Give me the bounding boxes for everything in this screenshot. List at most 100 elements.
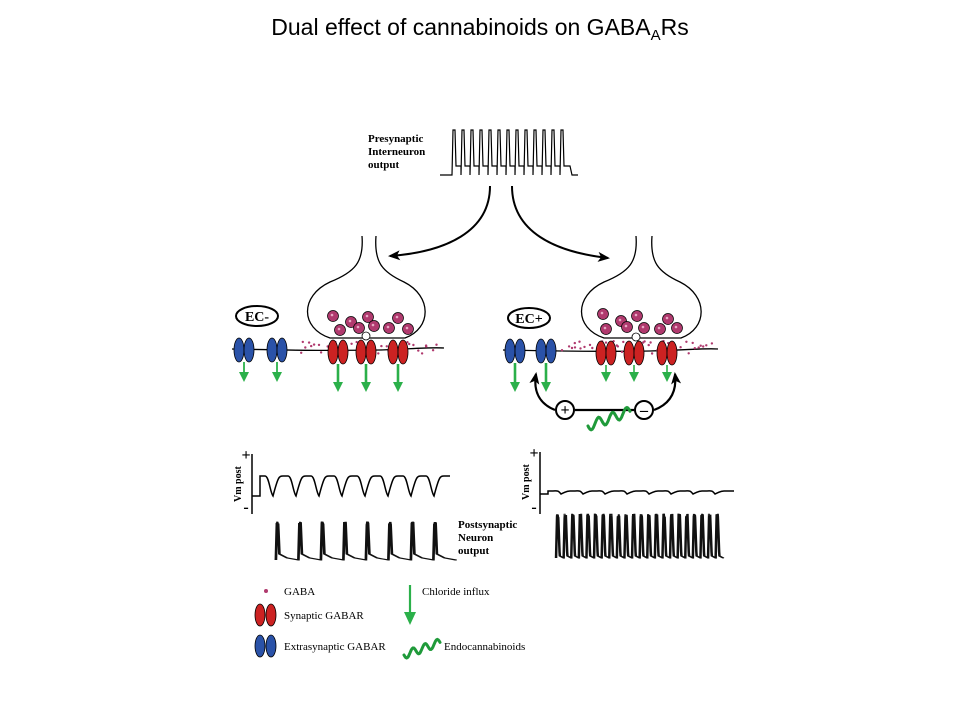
fusing-vesicle <box>631 332 641 342</box>
gaba-particle <box>687 352 690 355</box>
left-postsynaptic-output <box>274 521 457 561</box>
chloride-arrowhead <box>239 372 249 382</box>
extrasynaptic-gabar <box>266 337 278 363</box>
postsynaptic-label-line2: Neuron <box>458 532 493 544</box>
right-postsynaptic-output <box>554 513 725 559</box>
gaba-particle <box>685 340 688 343</box>
fusing-vesicle <box>361 331 371 341</box>
presynaptic-label-line3: output <box>368 159 400 171</box>
gaba-particle <box>567 345 571 348</box>
gaba-particle <box>622 340 625 344</box>
gaba-particle <box>578 340 581 343</box>
gaba-vesicle <box>597 308 609 320</box>
vesicle-highlight <box>618 318 622 322</box>
gaba-vesicle <box>368 320 380 332</box>
right-gaba-vesicles <box>597 308 683 342</box>
vesicle-highlight <box>337 327 341 331</box>
feedback-arrow-negative <box>653 372 682 412</box>
presynaptic-label-line2: Interneuron <box>368 146 425 158</box>
endocannabinoid-chain <box>586 405 632 432</box>
gaba-vesicle <box>383 322 395 334</box>
gaba-particle <box>705 344 708 347</box>
gaba-particle <box>588 343 592 347</box>
gaba-vesicle <box>327 310 339 322</box>
gaba-particle <box>649 341 652 344</box>
vesicle-highlight <box>674 325 678 329</box>
synaptic-gabar <box>605 340 617 366</box>
title-main: Dual effect of cannabinoids on GABA <box>271 14 651 40</box>
extrasynaptic-gabar <box>233 337 245 363</box>
legend: GABA Synaptic GABAR Extrasynaptic GABAR … <box>254 585 525 660</box>
vesicle-highlight <box>665 316 669 320</box>
gaba-vesicle <box>345 316 357 328</box>
endocannabinoid-molecule <box>586 405 632 432</box>
vesicle-highlight <box>641 325 645 329</box>
left-vm-trace-panel: + - Vm post <box>233 447 457 561</box>
chloride-arrowhead <box>333 382 343 392</box>
gaba-particle <box>693 347 696 350</box>
synaptic-gabar <box>633 340 645 366</box>
synaptic-gabar <box>387 339 399 365</box>
gaba-particle <box>304 346 307 349</box>
chloride-arrowhead <box>361 382 371 392</box>
gaba-particle <box>699 344 702 347</box>
gaba-particle <box>420 352 424 355</box>
postsynaptic-label-line1: Postsynaptic <box>458 519 517 531</box>
vesicle-highlight <box>330 313 334 317</box>
feedback-arrow-positive <box>529 372 556 412</box>
vesicle-highlight <box>371 323 375 327</box>
left-synapse: EC- <box>231 235 445 392</box>
legend-synaptic-marker <box>254 603 277 627</box>
gaba-vesicle <box>353 322 365 334</box>
gaba-particle <box>417 349 420 352</box>
gaba-particle <box>435 343 438 346</box>
gaba-vesicle <box>631 310 643 322</box>
synaptic-gabar <box>337 339 349 365</box>
gaba-particle <box>579 347 582 350</box>
title-subscript: A <box>650 27 661 44</box>
legend-extrasynaptic-label: Extrasynaptic GABAR <box>284 641 386 653</box>
left-receptors <box>233 337 409 392</box>
right-vm-plus: + <box>529 445 538 462</box>
vesicle-highlight <box>624 324 628 328</box>
gaba-particle <box>307 341 311 344</box>
extrasynaptic-gabar <box>545 338 557 364</box>
arrow-to-left-terminal <box>388 185 491 261</box>
synaptic-gabar <box>656 340 668 366</box>
legend-chloride-arrow <box>404 585 416 625</box>
left-gaba-vesicles <box>327 310 414 341</box>
gaba-particle <box>616 345 620 348</box>
chloride-arrowhead <box>510 382 520 392</box>
gaba-particle <box>691 341 694 345</box>
vesicle-highlight <box>600 311 604 315</box>
chloride-arrowhead <box>662 372 672 382</box>
legend-gaba-label: GABA <box>284 586 315 598</box>
chloride-arrowhead <box>629 372 639 382</box>
vesicle-highlight <box>386 325 390 329</box>
chloride-arrowhead <box>393 382 403 392</box>
chloride-arrowhead <box>541 382 551 392</box>
gaba-particle <box>591 346 594 350</box>
gaba-particle <box>425 345 428 348</box>
gaba-particle <box>710 342 714 345</box>
legend-chloride-label: Chloride influx <box>422 586 490 598</box>
extrasynaptic-gabar <box>276 337 288 363</box>
vesicle-highlight <box>365 314 369 318</box>
vesicle-highlight <box>657 326 661 330</box>
left-vm-plus: + <box>241 447 250 464</box>
gaba-particle <box>570 346 574 350</box>
plus-circle <box>555 400 575 420</box>
synaptic-gabar <box>355 339 367 365</box>
gaba-particle <box>431 349 435 352</box>
legend-endocannabinoid-marker <box>402 637 442 660</box>
chloride-arrowhead <box>272 372 282 382</box>
plus-sign: + <box>560 402 569 419</box>
gaba-particle <box>317 343 321 347</box>
right-receptors <box>504 338 678 392</box>
gaba-vesicle <box>392 312 404 324</box>
gaba-vesicle <box>334 324 346 336</box>
left-vm-label: Vm post <box>233 465 244 502</box>
synaptic-gabar <box>365 339 377 365</box>
arrow-to-right-terminal <box>511 185 610 262</box>
